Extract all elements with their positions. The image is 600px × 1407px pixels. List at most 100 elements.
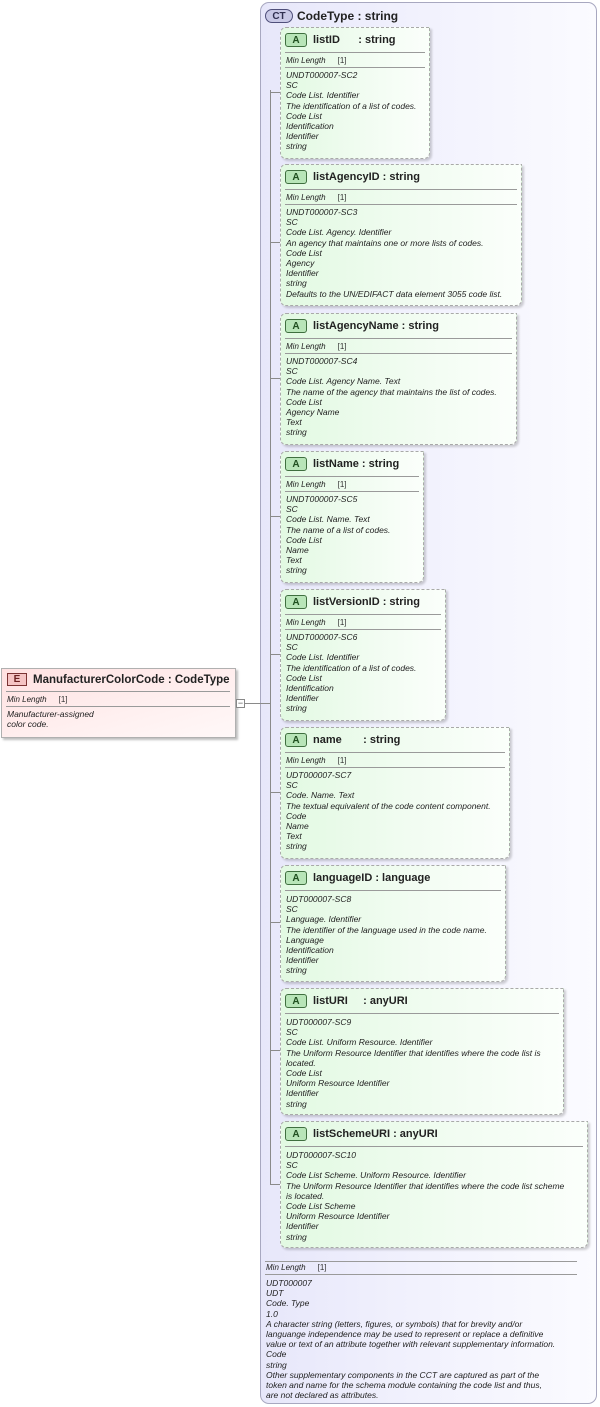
attribute-separator: [285, 338, 512, 339]
element-top-separator: [6, 691, 230, 692]
doc-line: SC: [286, 366, 298, 377]
attribute-facet-value: [1]: [337, 193, 347, 202]
doc-line: token and name for the schema module con…: [266, 1380, 542, 1391]
doc-line: Code List: [286, 396, 322, 407]
doc-line: UDT: [266, 1288, 284, 1299]
attribute-facet-label: Min Length: [286, 56, 326, 65]
doc-line: Identifier: [286, 955, 319, 966]
attribute-title: listVersionID : string: [313, 596, 420, 608]
doc-line: UDT000007-SC10: [286, 1150, 356, 1160]
attribute-icon: A: [285, 319, 307, 333]
doc-line: string: [286, 141, 307, 152]
doc-line: Agency: [286, 258, 315, 269]
doc-line: Code List: [286, 1068, 322, 1079]
doc-line: UNDT000007-SC6: [286, 632, 358, 642]
doc-line: Code List. Uniform Resource. Identifier: [286, 1037, 433, 1048]
doc-line: Name: [286, 545, 309, 556]
doc-line: UNDT000007-SC5: [286, 494, 358, 504]
doc-line: SC: [286, 217, 298, 228]
doc-line: is located.: [286, 1190, 325, 1201]
attribute-facet-separator: [285, 67, 425, 68]
doc-line: The identification of a list of codes.: [286, 100, 417, 111]
attribute-facet-min-length: Min Length[1]: [286, 618, 347, 627]
doc-line: Uniform Resource Identifier: [286, 1211, 390, 1222]
element-title: ManufacturerColorCode : CodeType: [33, 673, 230, 686]
doc-line: string: [266, 1359, 287, 1370]
doc-line: Text: [286, 555, 302, 566]
element-manufacturer-color-code[interactable]: E ManufacturerColorCode : CodeType Min L…: [1, 668, 236, 738]
doc-line: Text: [286, 417, 302, 428]
doc-line: Identifier: [286, 1088, 319, 1099]
attribute-icon: A: [285, 170, 307, 184]
attribute-facet-min-length: Min Length[1]: [286, 342, 347, 351]
attribute-icon: A: [285, 871, 307, 885]
attribute-icon: A: [285, 457, 307, 471]
doc-line: Uniform Resource Identifier: [286, 1078, 390, 1089]
connector-branch: [270, 378, 282, 379]
doc-line: string: [286, 703, 307, 714]
connector-branch: [270, 1050, 282, 1051]
ct-facet-separator: [265, 1274, 577, 1275]
connector-spine: [270, 90, 271, 1185]
ct-facet-value: [1]: [317, 1263, 327, 1272]
element-facet-label: Min Length: [7, 695, 47, 704]
element-icon: E: [7, 673, 27, 686]
doc-line: Code List. Agency Name. Text: [286, 376, 401, 387]
attribute-icon: A: [285, 1127, 307, 1141]
doc-line: Identifier: [286, 693, 319, 704]
doc-line: Code List: [286, 110, 322, 121]
element-facet-min-length: Min Length [1]: [7, 695, 68, 704]
ct-facet-min-length: Min Length [1]: [266, 1263, 327, 1272]
doc-line: Identification: [286, 683, 334, 694]
attribute-separator: [285, 189, 517, 190]
doc-line: UDT000007-SC7: [286, 770, 352, 780]
collapse-icon[interactable]: −: [236, 698, 245, 708]
doc-line: SC: [286, 504, 298, 515]
doc-line: Identification: [286, 945, 334, 956]
doc-line: Other supplementary components in the CC…: [266, 1369, 540, 1380]
attribute-title: listURI : anyURI: [313, 995, 408, 1007]
doc-line: Code List. Identifier: [286, 652, 360, 663]
attribute-facet-value: [1]: [337, 480, 347, 489]
connector-branch: [270, 516, 282, 517]
attribute-icon: A: [285, 994, 307, 1008]
doc-line: UNDT000007-SC3: [286, 207, 358, 217]
doc-line: SC: [286, 780, 298, 791]
complex-type-icon: CT: [265, 9, 293, 23]
doc-line: Language: [286, 934, 324, 945]
attribute-separator: [285, 890, 501, 891]
doc-line: located.: [286, 1057, 316, 1068]
attribute-title: languageID : language: [313, 872, 431, 884]
attribute-separator: [285, 1146, 583, 1147]
doc-line: The name of the agency that maintains th…: [286, 386, 497, 397]
attribute-facet-min-length: Min Length[1]: [286, 56, 347, 65]
attribute-title: listID : string: [313, 34, 396, 46]
attribute-facet-separator: [285, 491, 419, 492]
ct-facet-label: Min Length: [266, 1263, 306, 1272]
connector-branch: [270, 792, 282, 793]
doc-line: The identifier of the language used in t…: [286, 924, 487, 935]
doc-line: UDT000007: [266, 1278, 312, 1288]
attribute-separator: [285, 52, 425, 53]
doc-line: The textual equivalent of the code conte…: [286, 800, 491, 811]
doc-line: string: [286, 565, 307, 576]
doc-line: UNDT000007-SC4: [286, 356, 358, 366]
doc-line: Code. Name. Text: [286, 790, 355, 801]
